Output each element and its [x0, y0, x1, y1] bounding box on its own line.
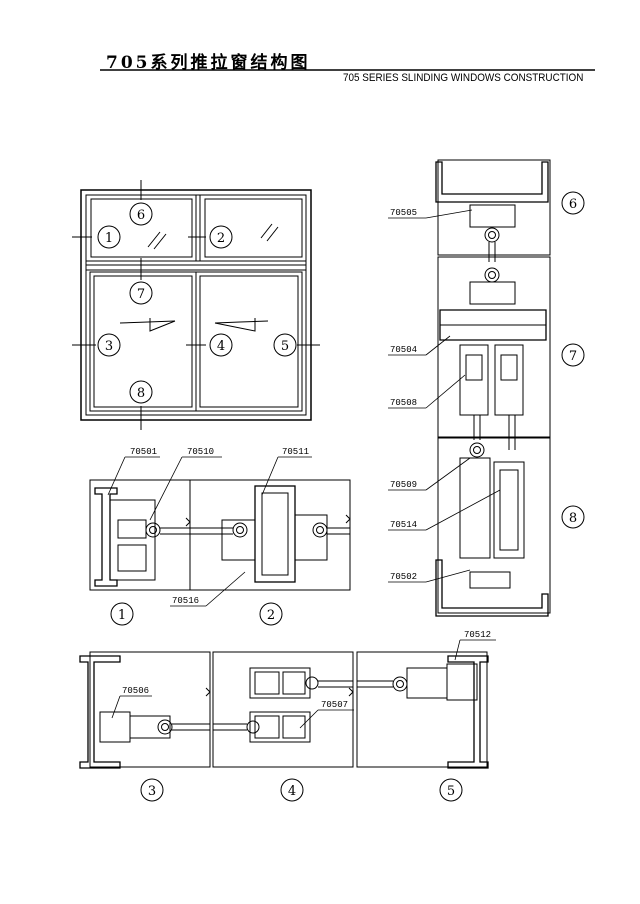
marker-8-elev: 8: [137, 386, 145, 401]
marker-1-elev: 1: [105, 231, 113, 246]
marker-8-section: 8: [569, 511, 577, 526]
page-title-en: 705 SERIES SLINDING WINDOWS CONSTRUCTION: [343, 72, 584, 84]
section-6-7-8: [435, 159, 551, 617]
part-70507: 70507: [321, 700, 348, 710]
marker-2-elev: 2: [217, 231, 225, 246]
part-70511: 70511: [282, 447, 309, 457]
marker-4-elev: 4: [217, 339, 225, 354]
marker-6-section: 6: [569, 197, 577, 212]
marker-5-section: 5: [447, 784, 455, 799]
part-labels: 70501 70510 70511 70516 70506 70507 7051…: [122, 208, 491, 710]
part-70512: 70512: [464, 630, 491, 640]
marker-4-section: 4: [288, 784, 296, 799]
section-3-4-5: [79, 651, 489, 769]
part-70509: 70509: [390, 480, 417, 490]
window-elevation: [72, 180, 320, 430]
marker-5-elev: 5: [281, 339, 289, 354]
part-70508: 70508: [390, 398, 417, 408]
marker-labels: 1 2 6 7 3 4 5 8 1 2 3 4 5 6 7 8: [105, 197, 577, 799]
marker-7-section: 7: [569, 349, 577, 364]
part-70505: 70505: [390, 208, 417, 218]
marker-3-elev: 3: [105, 339, 113, 354]
part-70502: 70502: [390, 572, 417, 582]
part-70510: 70510: [187, 447, 214, 457]
leader-lines: [107, 209, 501, 729]
marker-2-section: 2: [267, 608, 275, 623]
marker-3-section: 3: [148, 784, 156, 799]
section-1-2: [89, 479, 351, 591]
part-70514: 70514: [390, 520, 417, 530]
marker-7-elev: 7: [137, 287, 145, 302]
part-70506: 70506: [122, 686, 149, 696]
part-70501: 70501: [130, 447, 157, 457]
marker-circles: [97, 191, 585, 802]
part-70504: 70504: [390, 345, 417, 355]
part-70516: 70516: [172, 596, 199, 606]
page-title-cn: 705系列推拉窗结构图: [106, 53, 311, 73]
marker-1-section: 1: [118, 608, 126, 623]
marker-6-elev: 6: [137, 208, 145, 223]
